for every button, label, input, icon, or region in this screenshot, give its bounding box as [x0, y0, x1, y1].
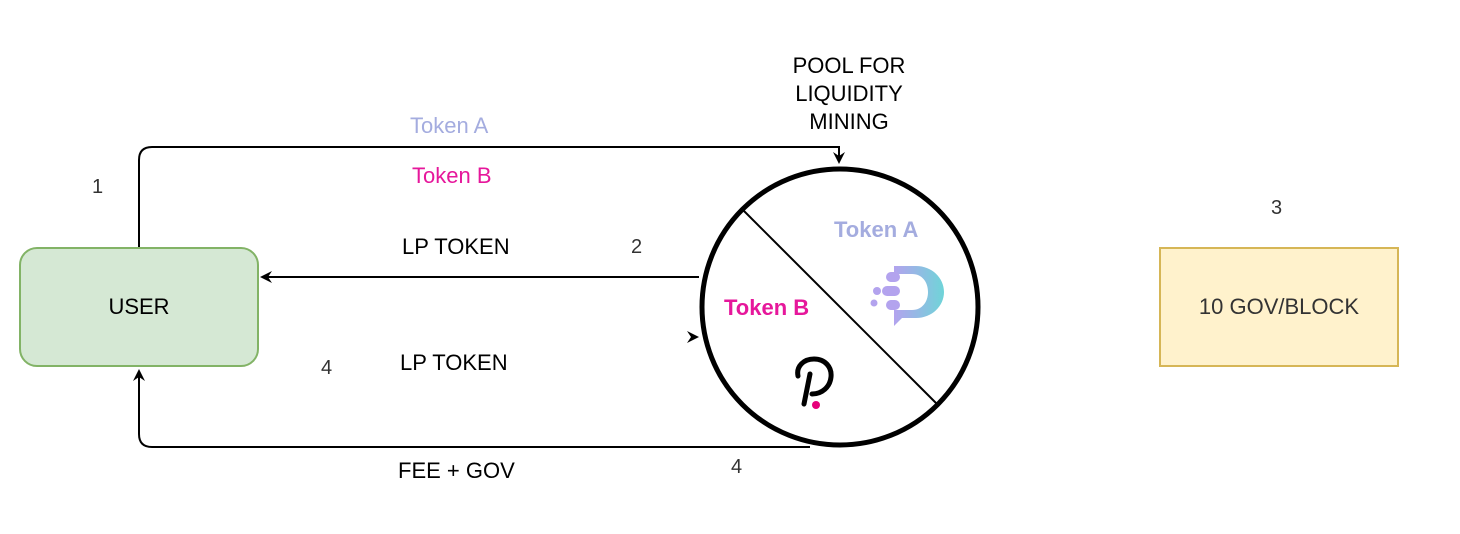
pool-title-line-3: MINING [809, 109, 889, 134]
step-number-4b: 4 [731, 456, 743, 478]
user-node: USER [19, 247, 259, 367]
deposit-token-a-label: Token A [410, 113, 489, 138]
pool-title: POOL FOR LIQUIDITY MINING [770, 52, 928, 136]
step-number-3: 3 [1271, 197, 1283, 219]
pool-token-b-label: Token B [724, 295, 810, 320]
gov-emission-node: 10 GOV/BLOCK [1159, 247, 1399, 367]
pool-title-line-1: POOL FOR [792, 53, 906, 78]
pool-token-a-label: Token A [834, 217, 919, 242]
lp-return-label: LP TOKEN [400, 350, 508, 375]
dock-d-logo-icon [870, 266, 944, 326]
deposit-token-b-label: Token B [412, 163, 492, 188]
step-number-2: 2 [631, 236, 643, 258]
step-number-1: 1 [92, 176, 104, 198]
pool-divider [743, 210, 937, 404]
pool-title-line-2: LIQUIDITY [795, 81, 903, 106]
lp-mint-label: LP TOKEN [402, 234, 510, 259]
edge-deposit [138, 146, 845, 247]
user-node-label: USER [108, 294, 170, 319]
polkadot-p-logo-icon [795, 356, 834, 409]
edge-reward [133, 369, 810, 448]
step-number-4a: 4 [321, 357, 333, 379]
gov-emission-label: 10 GOV/BLOCK [1198, 294, 1360, 319]
reward-label: FEE + GOV [398, 458, 515, 483]
